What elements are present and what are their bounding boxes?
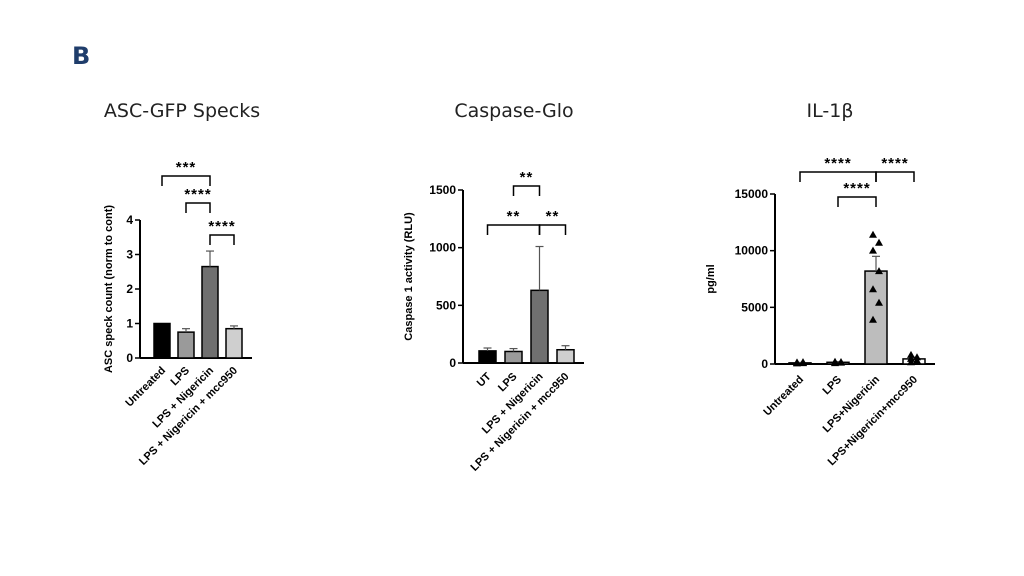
significance-label: ** [507,208,521,225]
y-axis-label: Caspase 1 activity (RLU) [403,212,415,341]
significance-bracket [209,234,235,245]
significance-label: ** [520,169,534,186]
category-label: Untreated [761,374,806,419]
data-point [875,238,883,246]
significance-label: **** [824,155,851,172]
bar [177,331,195,359]
y-tick-label: 1 [126,317,133,331]
y-tick-label: 4 [126,213,133,227]
bar [201,265,219,359]
significance-bracket [161,175,211,186]
data-point [869,230,877,238]
y-tick-label: 0 [449,356,456,370]
significance-bracket [185,202,211,213]
y-tick-label: 500 [436,298,456,312]
data-point [869,315,877,323]
significance-label: *** [176,159,197,176]
data-point [875,267,883,275]
bar [504,350,523,364]
significance-bracket [538,224,567,235]
chart-title-caspase: Caspase-Glo [454,100,574,122]
data-point [869,246,877,254]
bar [864,270,888,365]
bar [153,322,171,359]
significance-label: **** [843,180,870,197]
y-tick-label: 5000 [741,300,768,314]
panel-letter: B [72,42,91,70]
y-tick-label: 15000 [735,187,769,201]
bar [478,350,497,364]
data-point [837,357,845,365]
y-tick-label: 1500 [429,183,456,197]
y-tick-label: 1000 [429,241,456,255]
bar [530,289,549,364]
data-point [907,354,915,362]
significance-label: ** [546,208,560,225]
y-axis-label: pg/ml [705,264,717,293]
category-label: UT [475,370,494,389]
data-point [875,298,883,306]
data-point [793,358,801,366]
y-axis-label: ASC speck count (norm to cont) [103,205,115,373]
significance-label: **** [184,186,211,203]
chart-title-il1b: IL-1β [806,100,854,122]
significance-bracket [512,185,541,196]
significance-bracket [875,171,915,182]
data-point [799,358,807,366]
chart-title-asc: ASC-GFP Specks [103,100,261,122]
significance-label: **** [881,155,908,172]
bar [225,327,243,359]
y-tick-label: 10000 [735,244,769,258]
significance-bracket [837,196,877,207]
y-tick-label: 3 [126,248,133,262]
category-label: Untreated [123,365,168,410]
data-point [913,353,921,361]
category-label: LPS [820,374,844,398]
data-point [907,350,915,358]
y-tick-label: 2 [126,282,133,296]
significance-bracket [486,224,541,235]
significance-label: **** [208,218,235,235]
data-point [831,357,839,365]
bar [556,348,575,364]
data-point [869,285,877,293]
y-tick-label: 0 [761,357,768,371]
y-tick-label: 0 [126,351,133,365]
